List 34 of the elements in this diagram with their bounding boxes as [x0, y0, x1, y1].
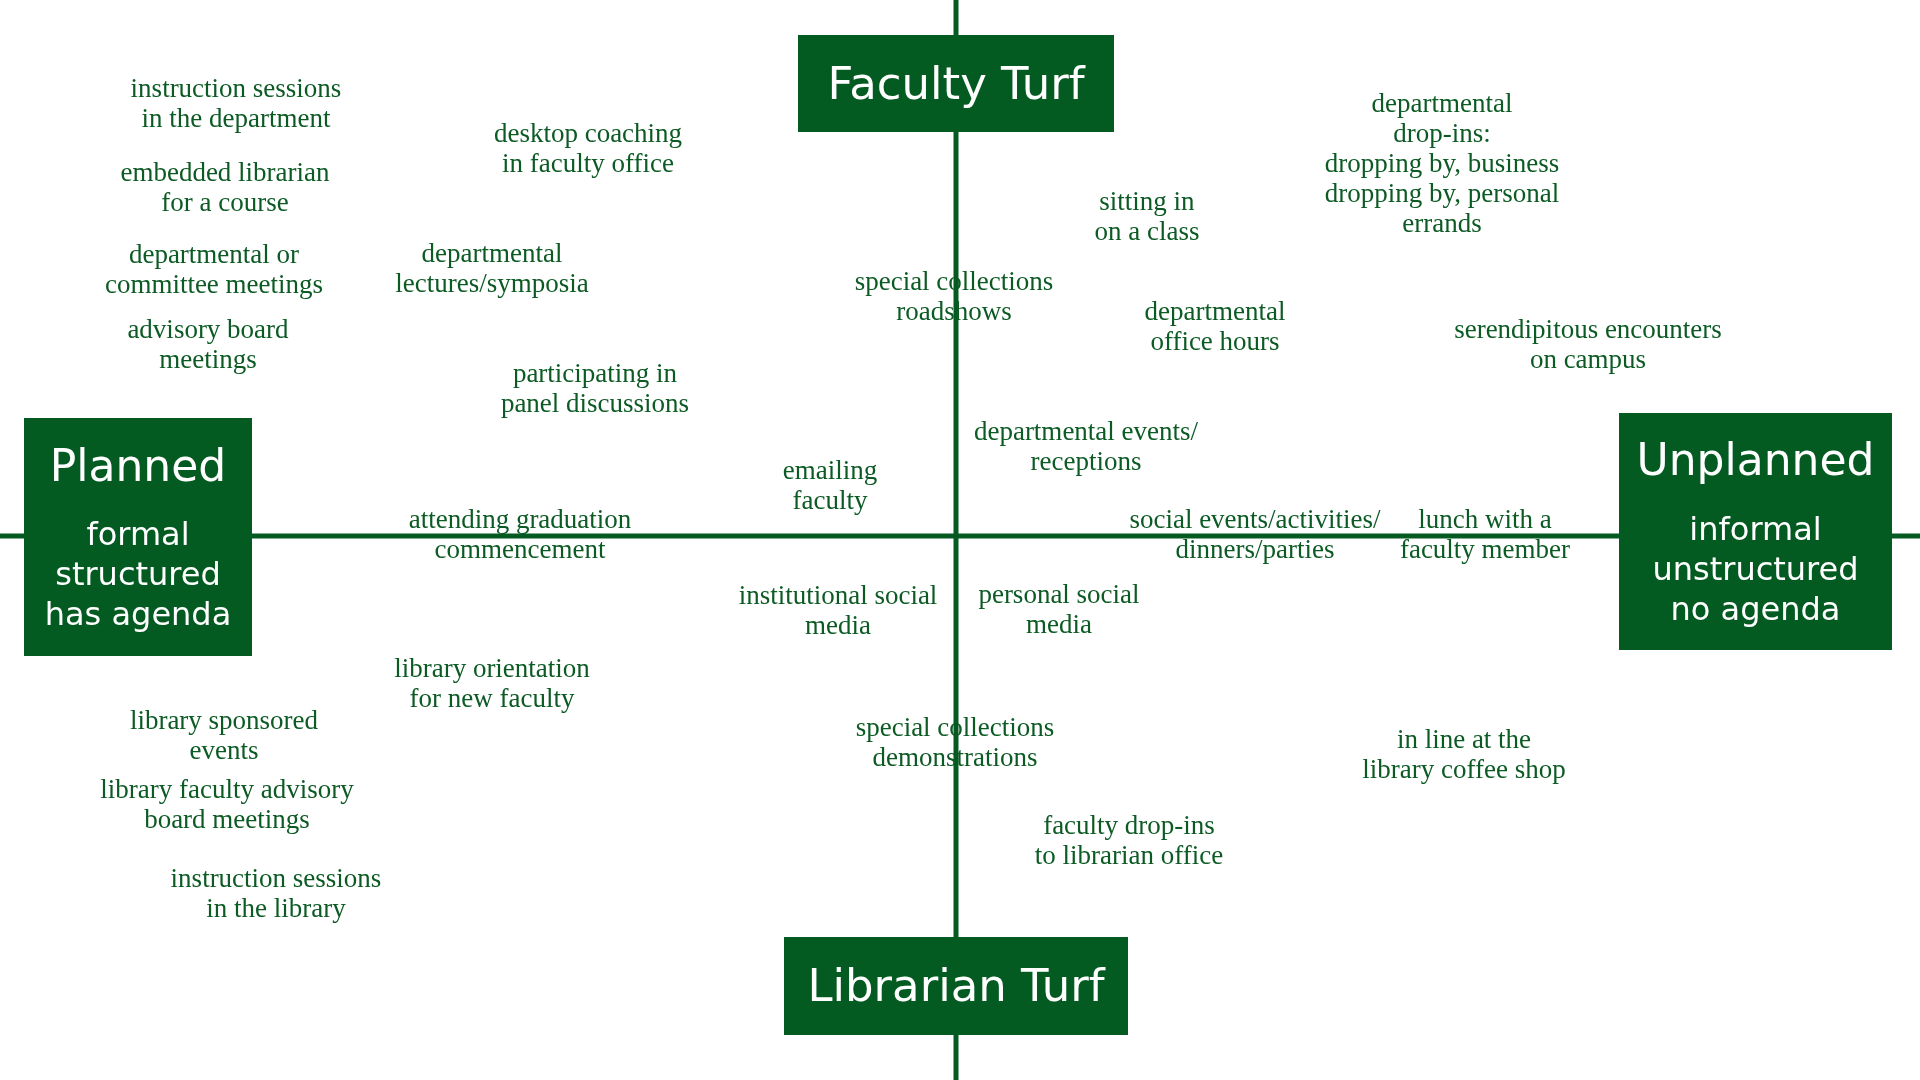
activity-label: social events/activities/ dinners/parties	[1129, 504, 1381, 564]
activity-label: instruction sessions in the department	[130, 73, 342, 133]
activity-label: institutional social media	[738, 580, 938, 640]
activity-label: emailing faculty	[782, 455, 878, 515]
activity-label: participating in panel discussions	[500, 358, 690, 418]
axis-label-title: Unplanned	[1636, 434, 1875, 487]
activity-label: departmental events/ receptions	[973, 416, 1199, 476]
activity-label: embedded librarian for a course	[120, 157, 330, 217]
activity-label: instruction sessions in the library	[170, 863, 382, 923]
activity-label: personal social media	[978, 579, 1140, 639]
axis-label-title: Faculty Turf	[827, 56, 1085, 111]
activity-label: departmental lectures/symposia	[395, 238, 589, 298]
activity-label: departmental or committee meetings	[104, 239, 324, 299]
axis-label-title: Planned	[49, 439, 227, 493]
activity-label: desktop coaching in faculty office	[493, 118, 683, 178]
activity-label: library orientation for new faculty	[394, 653, 590, 713]
activity-label: serendipitous encounters on campus	[1454, 314, 1722, 374]
activity-label: departmental office hours	[1144, 296, 1286, 356]
activity-label: advisory board meetings	[127, 314, 289, 374]
activity-label: library faculty advisory board meetings	[100, 774, 354, 834]
activity-label: attending graduation commencement	[408, 504, 632, 564]
axis-label-description: informal unstructured no agenda	[1652, 508, 1859, 629]
axis-label-box	[784, 937, 1128, 1035]
activity-label: sitting in on a class	[1094, 186, 1200, 246]
axis-label-description: formal structured has agenda	[44, 514, 232, 635]
axis-label-title: Librarian Turf	[807, 959, 1105, 1013]
activity-label: in line at the library coffee shop	[1362, 724, 1566, 784]
axis-label-box	[798, 35, 1114, 132]
activity-label: lunch with a faculty member	[1399, 504, 1571, 564]
activity-label: departmental drop-ins: dropping by, business dropping by, personal errands	[1324, 88, 1560, 238]
axis-label-box	[24, 418, 252, 656]
activity-label: library sponsored events	[129, 705, 319, 765]
activity-label: faculty drop-ins to librarian office	[1034, 810, 1224, 870]
axis-label-box	[1619, 413, 1892, 650]
